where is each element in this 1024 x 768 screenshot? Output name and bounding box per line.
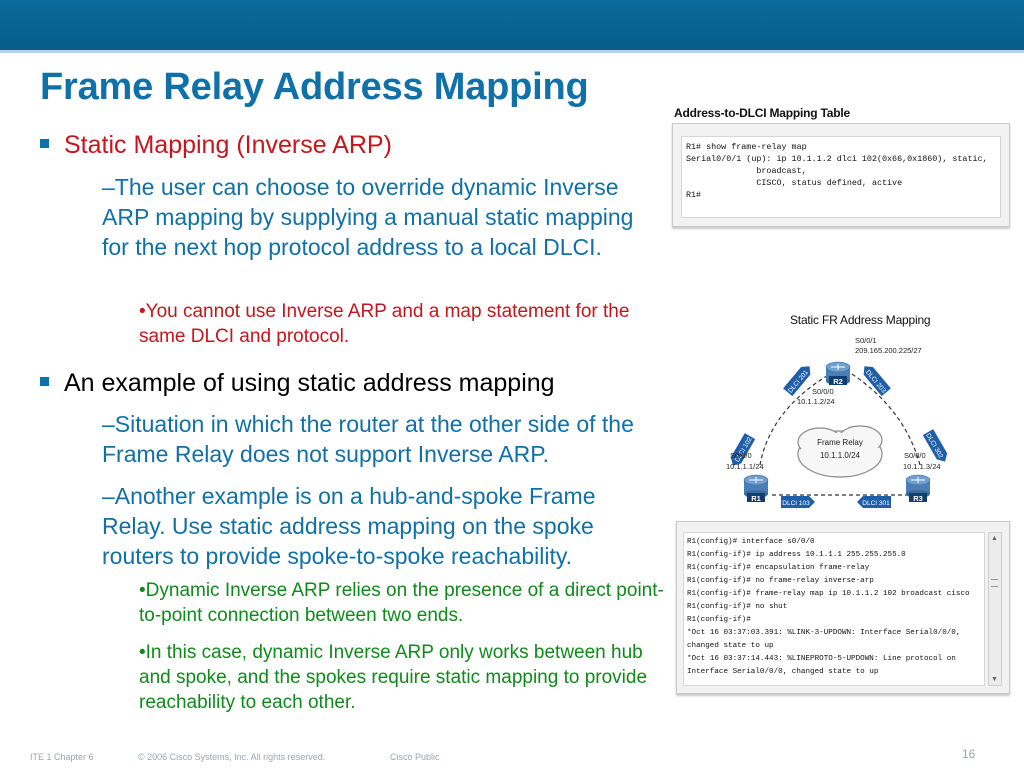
terminal-line: R1(config-if)# ip address 10.1.1.1 255.2… [687,551,906,559]
page-number: 16 [962,747,976,761]
svg-text:DLCI 301: DLCI 301 [862,500,890,507]
terminal-line: R1(config)# interface s0/0/0 [687,538,815,546]
cloud-subnet: 10.1.1.0/24 [820,451,861,460]
bullet-square-icon [40,377,49,386]
footer-copyright: © 2006 Cisco Systems, Inc. All rights re… [138,752,326,762]
sub-sub-bullet-hub-and-spoke: •In this case, dynamic Inverse ARP only … [139,642,648,713]
slide-title: Frame Relay Address Mapping [40,66,589,108]
sub-sub-bullet-direct-connection: •Dynamic Inverse ARP relies on the prese… [139,580,664,626]
dlci-103-tag: DLCI 103 [781,496,815,508]
terminal-line: broadcast, [686,166,807,176]
bullet-example: An example of using static address mappi… [64,369,555,397]
router-r1-label: R1 [751,494,761,503]
terminal-line: R1(config-if)# no shut [687,603,788,611]
terminal-line: R1(config-if)# no frame-relay inverse-ar… [687,577,874,585]
sub-sub-bullet-no-inverse-arp: •You cannot use Inverse ARP and a map st… [139,301,630,347]
scroll-down-icon[interactable]: ▼ [991,676,998,683]
bullet-static-mapping: Static Mapping (Inverse ARP) [64,131,392,159]
footer-course: ITE 1 Chapter 6 [30,752,94,762]
r2-s001-label: S0/0/1 [855,336,877,345]
footer-classification: Cisco Public [390,752,440,762]
dlci-301-tag: DLCI 301 [857,496,891,508]
dlci-201-tag: DLCI 201 [783,366,811,397]
r1-s000-label: S0/0/0 [730,451,752,460]
header-divider [0,50,1024,53]
scroll-grip-icon[interactable] [991,579,998,587]
terminal-line: R1(config-if)# encapsulation frame-relay [687,564,870,572]
terminal-line: *Oct 16 03:37:14.443: %LINEPROTO-5-UPDOW… [687,655,956,663]
dlci-203-tag: DLCI 203 [863,366,891,397]
terminal-line: changed state to up [687,642,774,650]
router-r3-label: R3 [913,494,923,503]
frame-relay-cloud-icon [797,425,883,478]
sub-bullet-situation: –Situation in which the router at the ot… [102,411,634,467]
r2-public-ip: 209.165.200.225/27 [855,346,922,355]
r2-ip: 10.1.1.2/24 [797,397,835,406]
header-band [0,0,1024,50]
terminal-line: R1# [686,190,702,200]
r3-ip: 10.1.1.3/24 [903,462,941,471]
scroll-up-icon[interactable]: ▲ [991,535,998,542]
frame-relay-diagram: Frame Relay 10.1.1.0/24 DLCI 201 DLCI 20… [726,336,948,508]
terminal-line: *Oct 16 03:37:03.391: %LINK-3-UPDOWN: In… [687,629,961,637]
dlci-302-tag: DLCI 302 [922,429,948,462]
r3-s000-label: S0/0/0 [904,451,926,460]
router-r2-icon [825,361,851,385]
terminal-line: R1(config-if)# [687,616,751,624]
r1-ip: 10.1.1.1/24 [726,462,764,471]
bullet-square-icon [40,139,49,148]
sub-bullet-hub-spoke: –Another example is on a hub-and-spoke F… [102,483,596,569]
terminal-line: Serial0/0/1 (up): ip 10.1.1.2 dlci 102(0… [686,154,988,164]
mapping-table-title: Address-to-DLCI Mapping Table [674,106,850,120]
svg-text:DLCI 103: DLCI 103 [782,500,810,507]
r2-s000-label: S0/0/0 [812,387,834,396]
terminal-scrollbar[interactable]: ▲ ▼ [988,532,1002,686]
pvc-link-r2-r3 [851,373,921,466]
router-r2-label: R2 [833,377,843,386]
terminal-line: R1# show frame-relay map [686,142,807,152]
terminal-line: CISCO, status defined, active [686,178,903,188]
sub-bullet-override: –The user can choose to override dynamic… [102,174,634,260]
terminal-line: Interface Serial0/0/0, changed state to … [687,668,879,676]
terminal-line: R1(config-if)# frame-relay map ip 10.1.1… [687,590,970,598]
router-r3-icon [905,474,931,502]
diagram-title: Static FR Address Mapping [790,313,931,327]
router-r1-icon [743,474,769,502]
cloud-label: Frame Relay [817,438,863,447]
